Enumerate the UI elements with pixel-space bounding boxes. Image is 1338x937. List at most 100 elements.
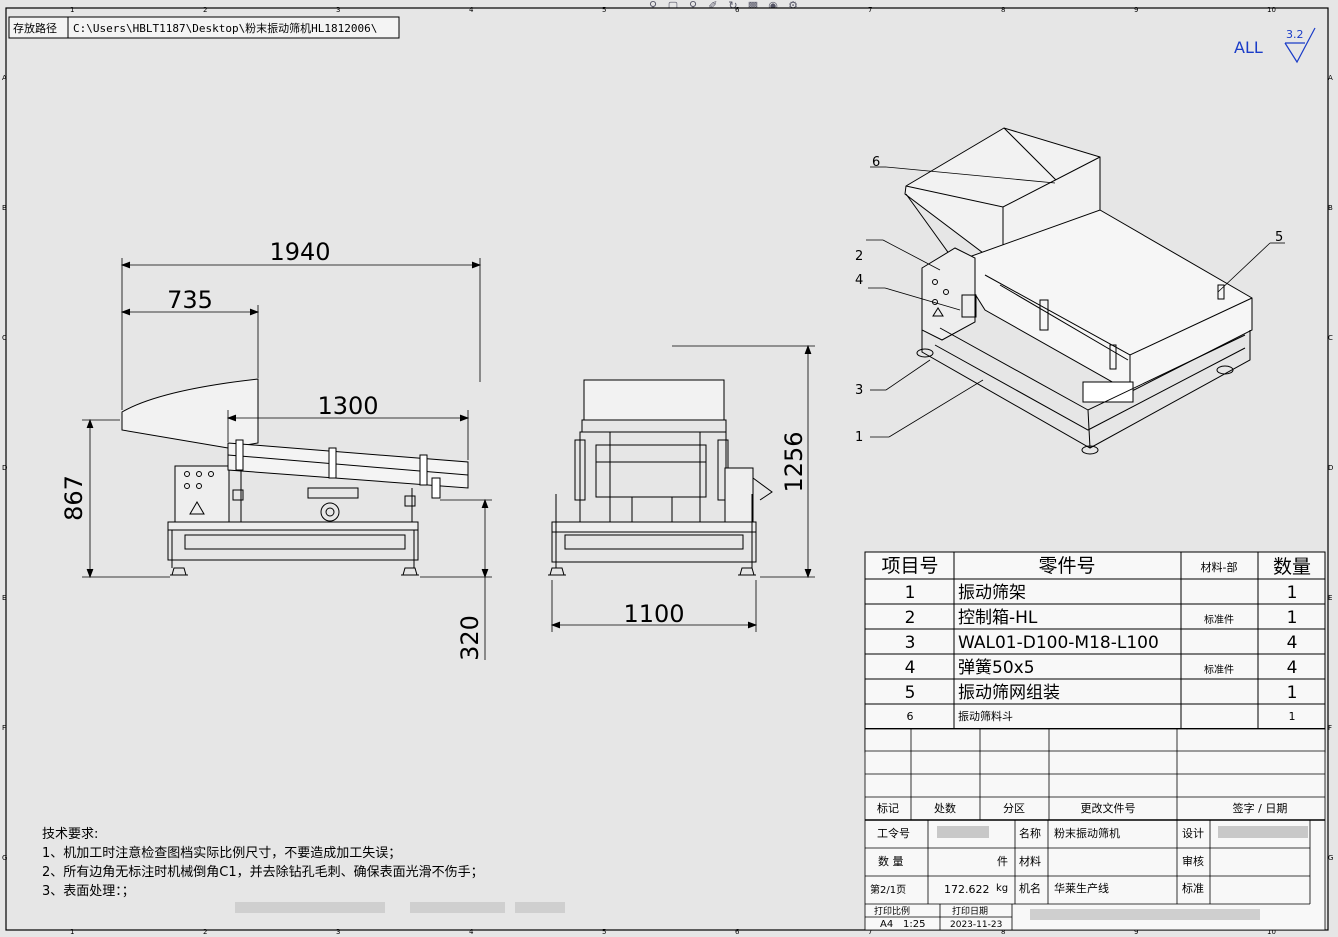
border-number: 8 (1001, 928, 1005, 936)
balloon-6: 6 (872, 155, 880, 170)
border-number: 1 (70, 6, 74, 14)
unit-label: 件 (997, 855, 1008, 868)
machine-label: 机名 (1019, 881, 1041, 895)
check-label: 审核 (1182, 854, 1204, 868)
side-view[interactable] (121, 378, 469, 576)
dim-hopper-length: 735 (167, 286, 213, 314)
bom-cell-item: 5 (905, 683, 916, 703)
border-letter: B (1328, 204, 1333, 212)
bom-cell-qty: 1 (1289, 710, 1296, 723)
tech-note-1: 1、机加工时注意检查图档实际比例尺寸，不要造成加工失误； (42, 845, 401, 861)
redacted-job-no (937, 826, 989, 838)
border-number: 4 (469, 928, 474, 936)
border-number: 1 (70, 928, 74, 936)
tech-note-3: 3、表面处理：； (42, 884, 135, 899)
bom-cell-part: 振动筛架 (958, 583, 1026, 603)
front-view[interactable] (548, 379, 773, 576)
border-letter: D (1328, 464, 1333, 472)
redacted-note-a (235, 902, 385, 913)
rotate-icon[interactable]: ↻ (728, 0, 738, 12)
zoom-area-icon[interactable]: ▢ (667, 0, 679, 12)
surface-finish-scope: ALL (1234, 38, 1263, 57)
bom-header-item: 项目号 (881, 555, 938, 577)
dim-front-height: 1256 (780, 431, 808, 492)
border-number: 2 (203, 6, 207, 14)
print-scale: 1:25 (903, 919, 925, 930)
border-number: 9 (1134, 928, 1138, 936)
standard-label: 标准 (1182, 881, 1204, 895)
balloon-5: 5 (1275, 230, 1283, 245)
border-number: 2 (203, 928, 207, 936)
name-label: 名称 (1019, 826, 1041, 840)
weight-value: 172.622 (944, 883, 990, 896)
zoom-icon[interactable]: ⚲ (688, 0, 698, 12)
bom-cell-material: 标准件 (1204, 664, 1234, 676)
bom-cell-item: 2 (905, 608, 916, 628)
bom-cell-part: 控制箱-HL (958, 608, 1038, 628)
bom-header-part: 零件号 (1038, 555, 1095, 577)
balloon-3: 3 (855, 383, 863, 398)
border-letter: G (2, 854, 7, 862)
bom-cell-part: WAL01-D100-M18-L100 (958, 633, 1159, 653)
redacted-note-c (515, 902, 565, 913)
bom-cell-material: 标准件 (1204, 614, 1234, 626)
bom-cell-part: 弹簧50x5 (958, 658, 1035, 678)
print-date-label: 打印日期 (952, 905, 988, 917)
border-number: 6 (735, 6, 740, 14)
bom-cell-part: 振动筛网组装 (958, 683, 1060, 703)
path-value: C:\Users\HBLT1187\Desktop\粉末振动筛机HL181200… (73, 21, 377, 35)
border-number: 10 (1267, 6, 1276, 14)
border-number: 3 (336, 6, 340, 14)
border-number: 6 (735, 928, 740, 936)
balloon-leaders (866, 166, 1285, 438)
border-number: 10 (1267, 928, 1276, 936)
dim-front-width: 1100 (623, 600, 684, 628)
border-zone-numbers: 1 1 2 2 3 3 4 4 5 5 6 6 7 7 8 8 9 9 10 10 (70, 6, 1276, 936)
bom-cell-qty: 1 (1287, 608, 1298, 628)
machine-value: 华莱生产线 (1054, 881, 1109, 895)
appearance-icon[interactable]: ◉ (768, 0, 778, 12)
bom-cell-qty: 1 (1287, 583, 1298, 603)
border-letter: C (1328, 334, 1333, 342)
dim-inlet-height: 320 (456, 615, 484, 661)
bom-table (864, 551, 1326, 753)
front-view-dimensions (550, 344, 815, 632)
bom-cell-part: 振动筛料斗 (958, 709, 1013, 723)
border-number: 7 (868, 928, 872, 936)
dim-screen-length: 1300 (317, 392, 378, 420)
border-letter: E (1328, 594, 1332, 602)
view-settings-icon[interactable]: ⚙ (788, 0, 798, 12)
path-label: 存放路径 (13, 21, 57, 35)
border-number: 9 (1134, 6, 1138, 14)
isometric-view[interactable] (904, 127, 1253, 455)
print-scale-label: 打印比例 (874, 905, 910, 917)
surface-finish-symbol: ALL 3.2 (1234, 27, 1316, 64)
border-number: 3 (336, 928, 340, 936)
border-number: 5 (602, 6, 606, 14)
tech-notes-title: 技术要求: (42, 827, 98, 842)
border-letter: D (2, 464, 7, 472)
border-letter: F (1328, 724, 1332, 732)
balloon-4: 4 (855, 273, 863, 288)
border-letter: C (2, 334, 7, 342)
tech-note-2: 2、所有边角无标注时机械倒角C1，并去除钻孔毛刺、确保表面光滑不伤手； (42, 865, 484, 880)
redacted-note-b (410, 902, 505, 913)
dim-overall-length: 1940 (269, 238, 330, 266)
technical-notes: 技术要求: 1、机加工时注意检查图档实际比例尺寸，不要造成加工失误； 2、所有边… (42, 827, 565, 913)
bom-cell-item: 6 (907, 710, 914, 723)
zoom-fit-icon[interactable]: ⚲ (648, 0, 658, 12)
dim-height: 867 (60, 475, 88, 521)
rev-doc-label: 更改文件号 (1081, 801, 1136, 815)
display-style-icon[interactable]: ▩ (747, 0, 759, 12)
sketch-icon[interactable]: ✐ (708, 0, 718, 12)
side-view-dimensions (82, 258, 492, 660)
border-number: 5 (602, 928, 606, 936)
border-letter: F (2, 724, 6, 732)
redacted-footer (1030, 909, 1260, 920)
border-number: 7 (868, 6, 872, 14)
rev-count-label: 处数 (934, 802, 956, 815)
border-number: 8 (1001, 6, 1005, 14)
